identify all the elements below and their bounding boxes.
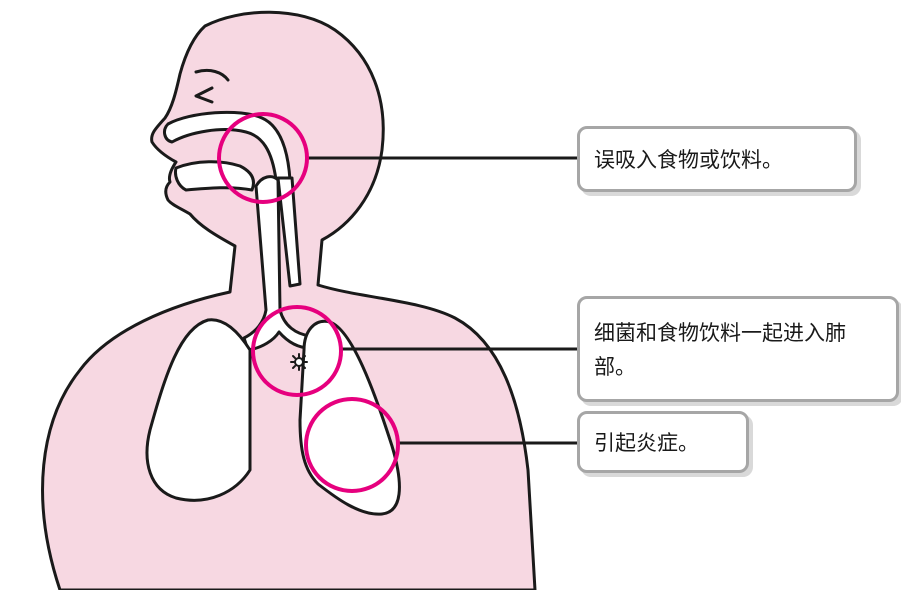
callout-aspiration: 误吸入食物或饮料。 <box>577 126 857 192</box>
callout-bacteria-entry: 细菌和食物饮料一起进入肺部。 <box>577 296 899 402</box>
callout-aspiration-text: 误吸入食物或饮料。 <box>594 148 783 172</box>
callout-bacteria-entry-text: 细菌和食物饮料一起进入肺部。 <box>594 321 846 379</box>
callout-inflammation-text: 引起炎症。 <box>594 431 699 455</box>
eye-mark <box>194 86 214 104</box>
highlight-circle-bronchi <box>251 305 343 397</box>
highlight-circle-lung <box>304 397 400 493</box>
bacteria-icon <box>290 353 308 371</box>
eyebrow-mark <box>194 68 230 82</box>
oral-cavity <box>174 160 255 192</box>
esophagus <box>276 176 302 288</box>
nasal-cavity <box>163 110 292 182</box>
callout-inflammation: 引起炎症。 <box>577 411 749 473</box>
body-silhouette <box>41 10 537 590</box>
lung-left-view <box>145 318 252 502</box>
trachea <box>242 175 312 352</box>
highlight-circle-throat <box>217 112 309 204</box>
